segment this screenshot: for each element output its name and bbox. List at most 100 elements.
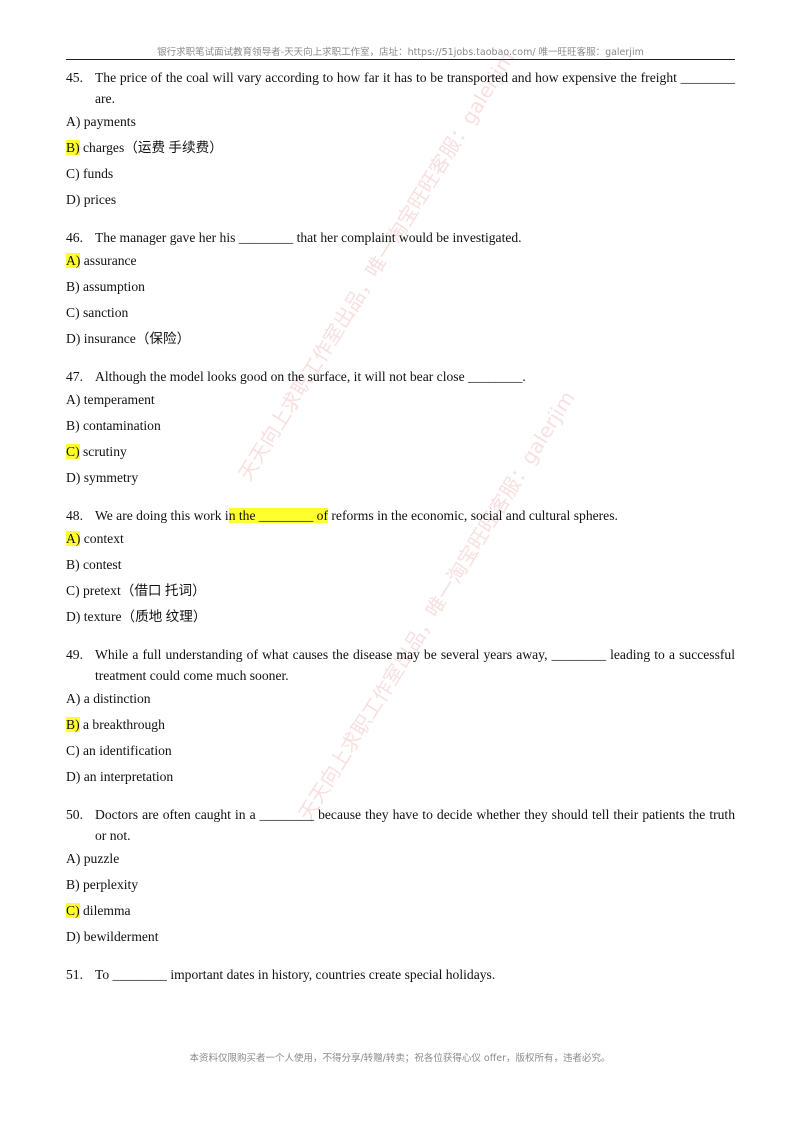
page-header: 银行求职笔试面试教育领导者-天天向上求职工作室，店址：https://51job… [157,47,644,58]
option-b: B) assumption [66,274,735,300]
option-letter: A) [66,851,81,866]
option-a: A) assurance [66,248,735,274]
option-text: context [80,531,124,546]
question-stem: To ________ important dates in history, … [95,967,496,982]
question-46: 46. The manager gave her his ________ th… [66,227,735,352]
option-text: puzzle [80,851,120,866]
question-47: 47. Although the model looks good on the… [66,366,735,491]
option-text: symmetry [80,470,139,485]
question-number: 51. [66,967,83,982]
option-letter: D) [66,929,81,944]
option-text: payments [80,114,136,129]
option-a: A) payments [66,109,735,135]
option-d: D) bewilderment [66,924,735,950]
option-text: charges（运费 手续费） [79,140,223,155]
option-text: assurance [80,253,137,268]
option-text: sanction [79,305,129,320]
option-text: an identification [79,743,172,758]
question-list: 45. The price of the coal will vary acco… [66,64,735,999]
option-d: D) prices [66,187,735,213]
option-a: A) a distinction [66,686,735,712]
option-text: dilemma [79,903,131,918]
option-b: B) contest [66,552,735,578]
question-stem: The manager gave her his ________ that h… [95,230,522,245]
option-b: B) perplexity [66,872,735,898]
option-letter: D) [66,192,81,207]
header-divider [66,59,735,60]
option-letter: B) [66,279,80,294]
question-number: 47. [66,369,83,384]
option-d: D) symmetry [66,465,735,491]
option-letter: B) [66,418,80,433]
option-letter: C) [66,166,80,181]
question-number: 50. [66,807,83,822]
option-text: funds [79,166,114,181]
question-51: 51. To ________ important dates in histo… [66,964,735,985]
answer-highlight: A) [66,253,81,268]
option-c: C) dilemma [66,898,735,924]
option-b: B) contamination [66,413,735,439]
option-text: an interpretation [80,769,174,784]
option-a: A) context [66,526,735,552]
question-number: 46. [66,230,83,245]
answer-highlight: B) [66,140,80,155]
option-text: a breakthrough [79,717,165,732]
question-stem: Although the model looks good on the sur… [95,369,526,384]
question-number: 49. [66,647,83,662]
option-letter: D) [66,609,81,624]
option-b: B) a breakthrough [66,712,735,738]
option-text: assumption [79,279,145,294]
option-c: C) pretext（借口 托词） [66,578,735,604]
stem-text: reforms in the economic, social and cult… [328,508,618,523]
option-c: C) sanction [66,300,735,326]
option-b: B) charges（运费 手续费） [66,135,735,161]
option-a: A) puzzle [66,846,735,872]
question-48: 48. We are doing this work in the ______… [66,505,735,630]
question-50: 50. Doctors are often caught in a ______… [66,804,735,950]
option-letter: B) [66,557,80,572]
answer-highlight: A) [66,531,81,546]
option-text: contamination [79,418,161,433]
question-45: 45. The price of the coal will vary acco… [66,67,735,213]
option-c: C) funds [66,161,735,187]
question-stem: The price of the coal will vary accordin… [95,70,735,106]
option-letter: B) [66,877,80,892]
option-text: a distinction [80,691,151,706]
question-number: 45. [66,70,83,85]
option-letter: A) [66,392,81,407]
question-number: 48. [66,508,83,523]
option-text: prices [80,192,117,207]
option-text: perplexity [79,877,139,892]
option-letter: A) [66,114,81,129]
answer-highlight: B) [66,717,80,732]
option-text: pretext（借口 托词） [79,583,206,598]
option-text: insurance（保险） [80,331,191,346]
option-d: D) insurance（保险） [66,326,735,352]
answer-highlight: C) [66,903,80,918]
page-footer: 本资料仅限购买者一个人使用，不得分享/转赠/转卖；祝各位获得心仪 offer，版… [189,1053,611,1064]
option-d: D) an interpretation [66,764,735,790]
option-text: contest [79,557,122,572]
option-letter: D) [66,331,81,346]
answer-highlight: C) [66,444,80,459]
option-d: D) texture（质地 纹理） [66,604,735,630]
option-text: temperament [80,392,155,407]
option-letter: C) [66,305,80,320]
question-stem: While a full understanding of what cause… [95,647,735,683]
stem-text: We are doing this work i [95,508,229,523]
question-49: 49. While a full understanding of what c… [66,644,735,790]
option-letter: C) [66,743,80,758]
option-text: texture（质地 纹理） [80,609,207,624]
option-letter: D) [66,470,81,485]
option-c: C) an identification [66,738,735,764]
option-letter: C) [66,583,80,598]
option-letter: D) [66,769,81,784]
option-c: C) scrutiny [66,439,735,465]
question-stem: We are doing this work in the ________ o… [95,505,735,526]
option-letter: A) [66,691,81,706]
question-stem: Doctors are often caught in a ________ b… [95,807,735,843]
option-text: bewilderment [80,929,159,944]
option-text: scrutiny [79,444,127,459]
stem-highlight: n the ________ of [228,508,328,523]
option-a: A) temperament [66,387,735,413]
